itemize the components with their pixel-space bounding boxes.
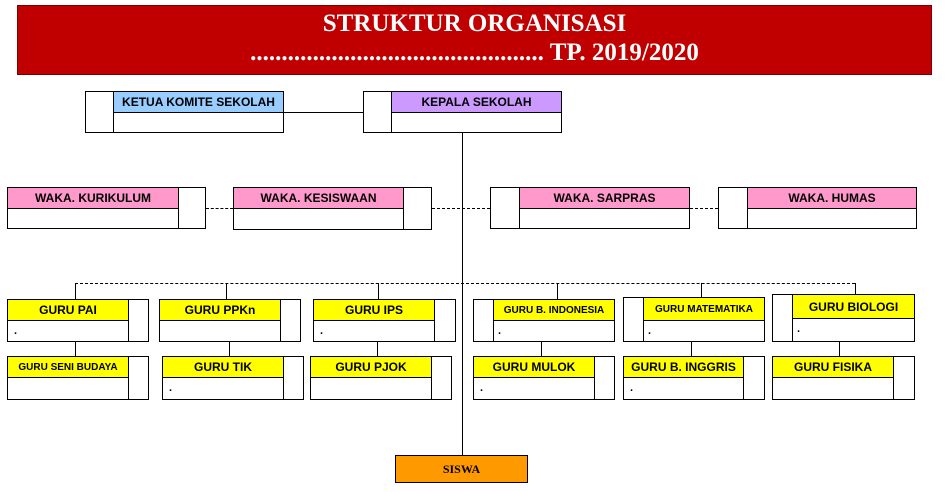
dashed-connector (75, 283, 855, 284)
title-banner: STRUKTUR ORGANISASI ....................… (17, 5, 932, 75)
waka-kesiswaan-box: WAKA. KESISWAAN (233, 187, 432, 230)
photo-cell (128, 299, 149, 342)
guru-bing-label: GURU B. INGGRIS (624, 357, 743, 378)
dashed-connector (690, 208, 718, 209)
guru-mtk-box: GURU MATEMATIKA. (623, 297, 765, 342)
photo-cell (403, 187, 432, 230)
photo-cell (431, 356, 452, 400)
waka-sarpras-label: WAKA. SARPRAS (520, 188, 689, 209)
connector-line (378, 283, 379, 299)
guru-pjok-label: GURU PJOK (311, 357, 431, 378)
photo-cell (772, 294, 793, 342)
connector-line (701, 283, 702, 299)
connector-line (75, 283, 76, 299)
waka-kurikulum-box: WAKA. KURIKULUM (7, 187, 206, 229)
guru-senbud-box: GURU SENI BUDAYA (7, 356, 149, 400)
photo-cell (594, 356, 615, 400)
guru-bio-box: GURU BIOLOGI. (772, 294, 915, 342)
waka-sarpras-box: WAKA. SARPRAS (490, 187, 690, 229)
connector-line (226, 283, 227, 299)
photo-cell (473, 299, 494, 342)
guru-bindo-box: GURU B. INDONESIA. (473, 299, 615, 342)
dashed-connector (432, 208, 490, 209)
connector-line (557, 283, 558, 299)
connector-line (855, 283, 856, 299)
siswa-box: SISWA (395, 455, 528, 483)
connector-line (462, 133, 463, 455)
photo-cell (893, 356, 915, 400)
photo-cell (283, 356, 304, 400)
guru-ips-label: GURU IPS (314, 300, 434, 321)
guru-mulok-label: GURU MULOK (474, 357, 594, 378)
chart-title: STRUKTUR ORGANISASI (322, 10, 627, 37)
guru-fisika-box: GURU FISIKA (772, 356, 915, 400)
school-year: ........................................… (250, 39, 699, 66)
kepala-box: KEPALA SEKOLAH (363, 91, 562, 133)
photo-cell (280, 299, 301, 342)
connector-line (284, 112, 363, 113)
guru-ips-box: GURU IPS. (313, 299, 456, 342)
photo-cell (434, 299, 456, 342)
photo-cell (490, 187, 520, 229)
guru-pai-label: GURU PAI (8, 300, 128, 321)
kepala-label: KEPALA SEKOLAH (392, 92, 561, 113)
photo-cell (718, 187, 748, 229)
guru-bio-label: GURU BIOLOGI (793, 295, 914, 319)
guru-bing-person-name: . (630, 382, 634, 394)
connector-line (377, 342, 378, 356)
photo-cell (363, 91, 392, 133)
guru-pai-person-name: . (14, 325, 18, 337)
connector-line (541, 342, 542, 356)
connector-line (229, 342, 230, 356)
guru-senbud-label: GURU SENI BUDAYA (8, 357, 128, 378)
guru-tik-box: GURU TIK. (162, 356, 304, 400)
guru-pai-box: GURU PAI. (7, 299, 149, 342)
guru-ppkn-label: GURU PPKn (160, 300, 280, 321)
guru-tik-label: GURU TIK (163, 357, 283, 378)
guru-mulok-box: GURU MULOK. (473, 356, 615, 400)
waka-humas-label: WAKA. HUMAS (748, 188, 916, 209)
connector-line (75, 342, 76, 356)
dashed-connector (206, 208, 233, 209)
photo-cell (128, 356, 149, 400)
guru-mtk-person-name: . (648, 325, 652, 337)
komite-box: KETUA KOMITE SEKOLAH (85, 91, 284, 133)
connector-line (691, 342, 692, 356)
guru-ppkn-box: GURU PPKn (159, 299, 301, 342)
photo-cell (743, 356, 765, 400)
guru-tik-person-name: . (169, 382, 173, 394)
guru-bindo-label: GURU B. INDONESIA (494, 300, 614, 321)
photo-cell (85, 91, 114, 133)
photo-cell (178, 187, 206, 229)
guru-bio-person-name: . (797, 323, 801, 335)
photo-cell (623, 297, 644, 342)
connector-line (839, 342, 840, 356)
guru-bindo-person-name: . (498, 325, 502, 337)
guru-bing-box: GURU B. INGGRIS. (623, 356, 765, 400)
guru-pjok-box: GURU PJOK (310, 356, 452, 400)
waka-humas-box: WAKA. HUMAS (718, 187, 917, 229)
komite-label: KETUA KOMITE SEKOLAH (114, 92, 283, 113)
waka-kurikulum-label: WAKA. KURIKULUM (8, 188, 178, 209)
guru-mtk-label: GURU MATEMATIKA (644, 298, 764, 321)
guru-ips-person-name: . (320, 325, 324, 337)
guru-fisika-label: GURU FISIKA (773, 357, 893, 378)
waka-kesiswaan-label: WAKA. KESISWAAN (234, 188, 403, 209)
guru-mulok-person-name: . (480, 382, 484, 394)
